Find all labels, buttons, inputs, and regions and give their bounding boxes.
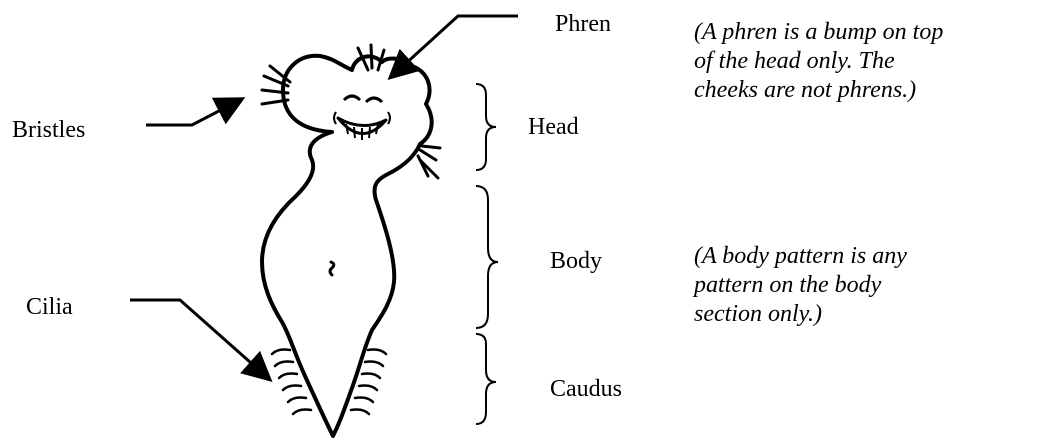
body-label: Body xyxy=(550,247,602,275)
cilia-label: Cilia xyxy=(26,293,73,321)
body-pattern-note-line-1: (A body pattern is any xyxy=(694,242,907,271)
cilia-arrow xyxy=(130,300,268,378)
creature-outline xyxy=(262,56,432,436)
phren-note-line-2: of the head only. The xyxy=(694,47,943,76)
bristles-label: Bristles xyxy=(12,116,85,144)
phren-note-line-1: (A phren is a bump on top xyxy=(694,18,943,47)
body-pattern-note-line-3: section only.) xyxy=(694,300,907,329)
right-cheek xyxy=(388,112,390,124)
left-cheek xyxy=(334,112,336,124)
cilia xyxy=(272,350,386,415)
bristles-arrow xyxy=(146,100,240,125)
right-eye xyxy=(366,98,382,102)
cheek-bristles xyxy=(418,146,440,178)
phren-label: Phren xyxy=(555,10,611,38)
body-pattern-note: (A body pattern is any pattern on the bo… xyxy=(694,242,907,329)
body-pattern-note-line-2: pattern on the body xyxy=(694,271,907,300)
caudus-label: Caudus xyxy=(550,375,622,403)
phren-bristles xyxy=(358,45,384,70)
phren-note: (A phren is a bump on top of the head on… xyxy=(694,18,943,105)
head-brace xyxy=(476,84,496,170)
body-brace xyxy=(476,186,498,328)
left-eye xyxy=(344,96,360,100)
caudus-brace xyxy=(476,334,496,424)
head-label: Head xyxy=(528,113,579,141)
phren-note-line-3: cheeks are not phrens.) xyxy=(694,76,943,105)
body-pattern-mark xyxy=(330,262,334,275)
